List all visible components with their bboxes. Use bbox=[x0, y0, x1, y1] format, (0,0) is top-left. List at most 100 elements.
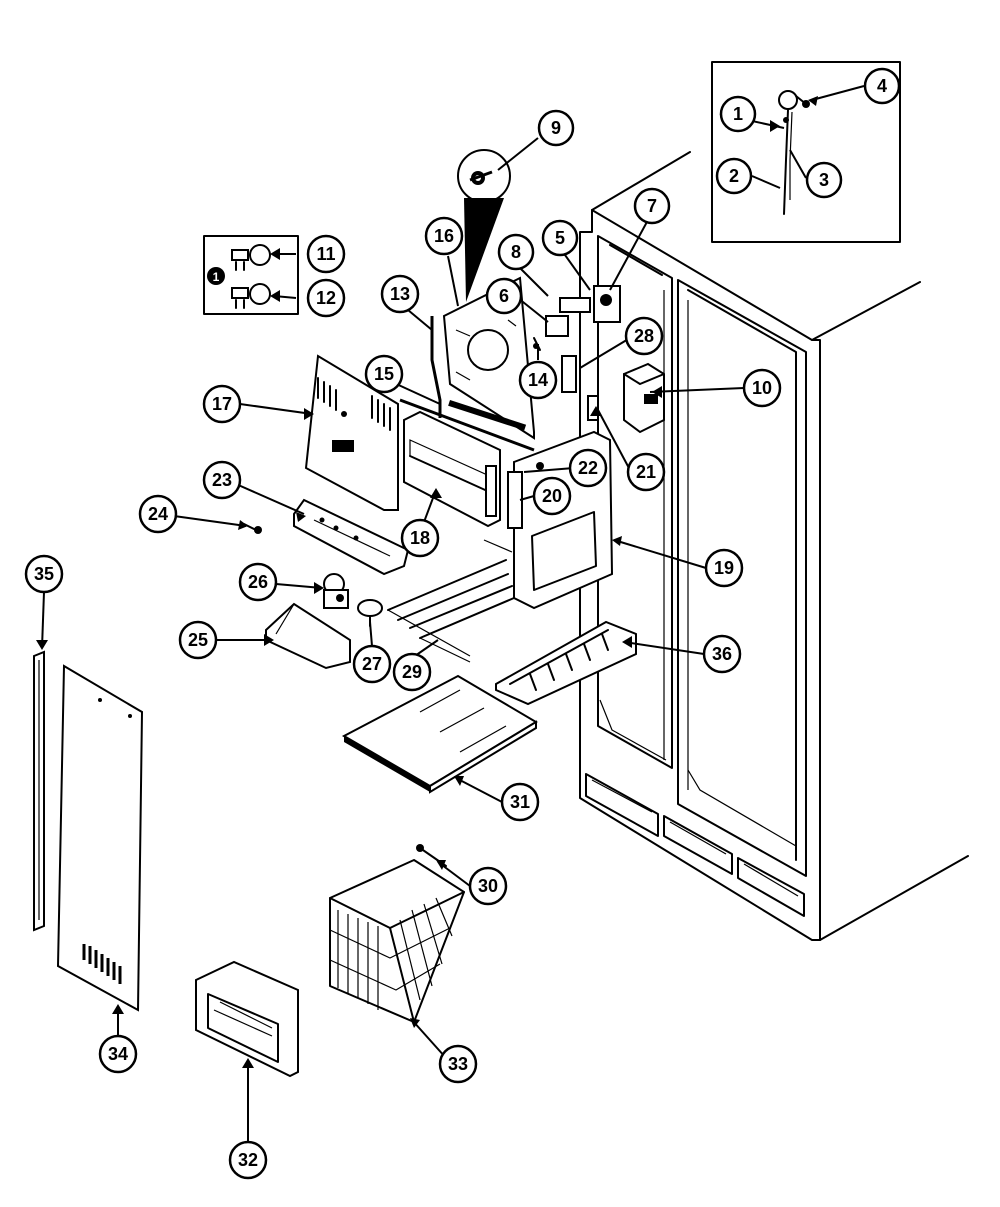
callout-25-label: 25 bbox=[188, 630, 208, 650]
callout-29-label: 29 bbox=[402, 662, 422, 682]
callout-22: 22 bbox=[568, 448, 608, 488]
callout-33-label: 33 bbox=[448, 1054, 468, 1074]
callout-25: 25 bbox=[178, 620, 218, 660]
callout-6-label: 6 bbox=[499, 286, 509, 306]
part-27 bbox=[357, 599, 383, 627]
callout-30-label: 30 bbox=[478, 876, 498, 896]
dispenser-front-32 bbox=[195, 960, 299, 1078]
callout-5-label: 5 bbox=[555, 228, 565, 248]
callout-31: 31 bbox=[500, 782, 540, 822]
callout-1-label: 1 bbox=[733, 104, 743, 124]
callout-10-label: 10 bbox=[752, 378, 772, 398]
callout-9-label: 9 bbox=[551, 118, 561, 138]
bracket-10 bbox=[623, 362, 665, 434]
callout-16-label: 16 bbox=[434, 226, 454, 246]
callout-34: 34 bbox=[98, 1034, 138, 1074]
callout-35: 35 bbox=[24, 554, 64, 594]
callout-3: 3 bbox=[805, 161, 843, 199]
rack-29 bbox=[387, 539, 515, 663]
callout-28-label: 28 bbox=[634, 326, 654, 346]
callout-22-label: 22 bbox=[578, 458, 598, 478]
callout-15: 15 bbox=[364, 354, 404, 394]
callout-17: 17 bbox=[202, 384, 242, 424]
callout-18: 18 bbox=[400, 518, 440, 558]
callout-33: 33 bbox=[438, 1044, 478, 1084]
callout-34-label: 34 bbox=[108, 1044, 128, 1064]
detail-circle-9 bbox=[457, 149, 511, 302]
callout-28: 28 bbox=[624, 316, 664, 356]
callout-32-label: 32 bbox=[238, 1150, 258, 1170]
callout-23: 23 bbox=[202, 460, 242, 500]
callout-30: 30 bbox=[468, 866, 508, 906]
rail-15 bbox=[399, 398, 535, 452]
callout-1: 1 bbox=[719, 95, 757, 133]
callout-7: 7 bbox=[633, 187, 671, 225]
callout-26: 26 bbox=[238, 562, 278, 602]
arrowheads bbox=[36, 96, 818, 1068]
valve-cluster bbox=[533, 285, 621, 421]
callout-19-label: 19 bbox=[714, 558, 734, 578]
inset-box bbox=[711, 61, 901, 243]
callout-4-label: 4 bbox=[877, 76, 887, 96]
callout-3-label: 3 bbox=[819, 170, 829, 190]
basket-33 bbox=[329, 859, 465, 1023]
wire-13 bbox=[430, 316, 442, 418]
callout-15-label: 15 bbox=[374, 364, 394, 384]
callout-11: 11 bbox=[306, 234, 346, 274]
callout-14-label: 14 bbox=[528, 370, 548, 390]
callout-21-label: 21 bbox=[636, 462, 656, 482]
callout-7-label: 7 bbox=[647, 196, 657, 216]
callout-2-label: 2 bbox=[729, 166, 739, 186]
inset-marker: 1 bbox=[213, 270, 220, 284]
callout-4: 4 bbox=[863, 67, 901, 105]
mounting-plate-16 bbox=[442, 276, 535, 440]
callout-29: 29 bbox=[392, 652, 432, 692]
bracket-23 bbox=[293, 498, 410, 576]
callout-2: 2 bbox=[715, 157, 753, 195]
callout-21: 21 bbox=[626, 452, 666, 492]
callout-6: 6 bbox=[485, 277, 523, 315]
callout-20-label: 20 bbox=[542, 486, 562, 506]
callout-31-label: 31 bbox=[510, 792, 530, 812]
callout-18-label: 18 bbox=[410, 528, 430, 548]
panel-34 bbox=[56, 664, 144, 1012]
rear-panel-17 bbox=[304, 354, 399, 511]
callout-5: 5 bbox=[541, 219, 579, 257]
callout-27: 27 bbox=[352, 644, 392, 684]
leader-lines bbox=[41, 85, 865, 1142]
callout-32: 32 bbox=[228, 1140, 268, 1180]
callout-8-label: 8 bbox=[511, 242, 521, 262]
callout-12: 12 bbox=[306, 278, 346, 318]
callout-23-label: 23 bbox=[212, 470, 232, 490]
callout-13-label: 13 bbox=[390, 284, 410, 304]
refrigerator-cabinet bbox=[579, 151, 969, 941]
callout-10: 10 bbox=[742, 368, 782, 408]
callout-24-label: 24 bbox=[148, 504, 168, 524]
callout-13: 13 bbox=[380, 274, 420, 314]
motor-26 bbox=[323, 573, 349, 609]
callout-26-label: 26 bbox=[248, 572, 268, 592]
callout-11-label: 11 bbox=[316, 244, 335, 264]
callout-24: 24 bbox=[138, 494, 178, 534]
callout-12-label: 12 bbox=[316, 288, 336, 308]
callout-35-label: 35 bbox=[34, 564, 54, 584]
callout-19: 19 bbox=[704, 548, 744, 588]
shelf-31 bbox=[341, 674, 538, 794]
callout-27-label: 27 bbox=[362, 654, 382, 674]
strip-35 bbox=[33, 650, 45, 932]
callout-36: 36 bbox=[702, 634, 742, 674]
callout-14: 14 bbox=[518, 360, 558, 400]
ice-maker-18 bbox=[403, 410, 501, 528]
kit-box-11-12: 1 bbox=[203, 235, 299, 315]
callout-17-label: 17 bbox=[212, 394, 232, 414]
callout-36-label: 36 bbox=[712, 644, 732, 664]
nozzle-icon-11 bbox=[231, 244, 271, 271]
ice-tray-36 bbox=[495, 620, 637, 706]
nozzle-icon-12 bbox=[231, 283, 271, 309]
callout-9: 9 bbox=[537, 109, 575, 147]
callout-16: 16 bbox=[424, 216, 464, 256]
callout-8: 8 bbox=[497, 233, 535, 271]
cover-25 bbox=[265, 602, 351, 670]
callout-20: 20 bbox=[532, 476, 572, 516]
